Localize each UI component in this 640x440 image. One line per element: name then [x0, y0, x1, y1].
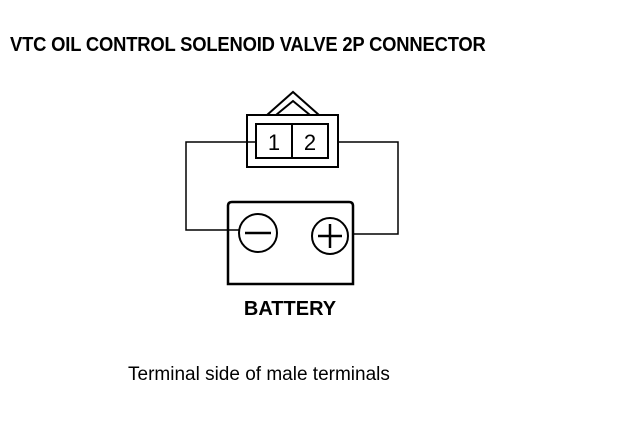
connector-pin-2: 2: [291, 123, 329, 159]
wire-pin2-to-positive: [338, 141, 399, 235]
wire-pin1-to-negative: [185, 141, 256, 231]
connector-pin-1: 1: [255, 123, 293, 159]
connector-housing: [246, 90, 339, 168]
plus-circle-icon: [311, 217, 349, 255]
pin-1-label: 1: [268, 130, 280, 155]
minus-circle-icon: [238, 213, 278, 253]
diagram-title: VTC OIL CONTROL SOLENOID VALVE 2P CONNEC…: [10, 34, 486, 56]
battery-body: [226, 200, 355, 286]
battery: BATTERY: [226, 200, 355, 320]
battery-label: BATTERY: [244, 298, 337, 320]
pin-2-label: 2: [304, 130, 316, 155]
caption: Terminal side of male terminals: [128, 364, 390, 385]
